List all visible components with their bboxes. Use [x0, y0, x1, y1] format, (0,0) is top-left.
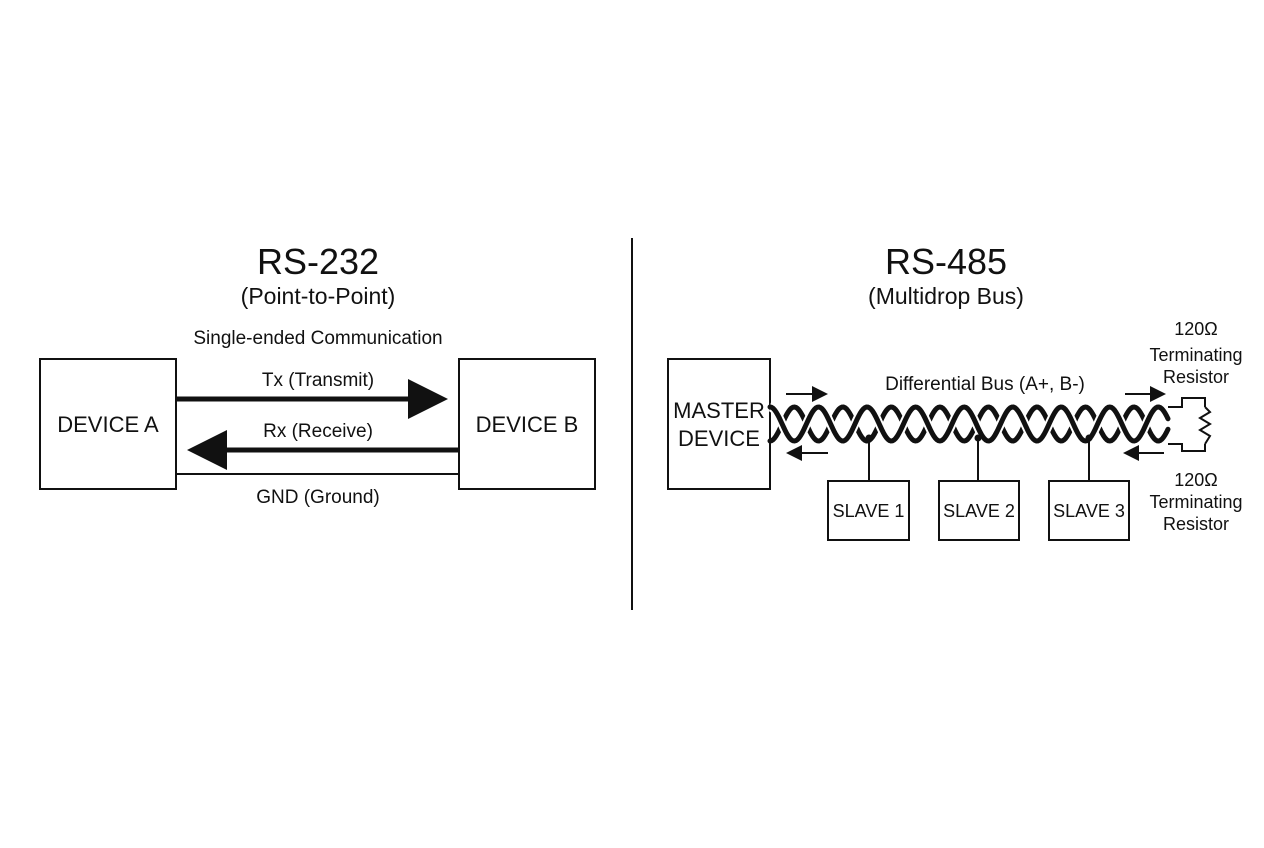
master-device-line2: DEVICE: [678, 426, 760, 451]
gnd-label: GND (Ground): [256, 487, 380, 508]
master-device-line1: MASTER: [673, 398, 765, 423]
device-a-box: [39, 358, 177, 490]
terminator-top-line1: 120Ω: [1174, 319, 1218, 339]
rs232-subtitle: (Point-to-Point): [241, 283, 396, 309]
slave-1-label: SLAVE 1: [833, 501, 905, 521]
slave-3-label: SLAVE 3: [1053, 501, 1125, 521]
tx-label: Tx (Transmit): [262, 370, 374, 391]
master-device-box: [667, 358, 771, 490]
terminator-top-line3: Resistor: [1163, 367, 1229, 387]
slave-2-label: SLAVE 2: [943, 501, 1015, 521]
device-b-label: DEVICE B: [476, 412, 579, 437]
rs485-subtitle: (Multidrop Bus): [868, 283, 1024, 309]
rx-label: Rx (Receive): [263, 421, 373, 442]
rs232-title: RS-232: [257, 241, 379, 282]
slave-1-box: [827, 480, 910, 541]
rs485-title: RS-485: [885, 241, 1007, 282]
terminator-bottom-line3: Resistor: [1163, 514, 1229, 534]
terminating-resistor-symbol: [1168, 397, 1212, 452]
terminator-bottom-line1: 120Ω: [1174, 470, 1218, 490]
device-b-box: [458, 358, 596, 490]
terminator-top-line2: Terminating: [1149, 345, 1242, 365]
differential-twisted-pair: [767, 402, 1173, 446]
single-ended-label: Single-ended Communication: [193, 328, 442, 349]
device-a-label: DEVICE A: [57, 412, 159, 437]
slave-2-box: [938, 480, 1020, 541]
terminator-bottom-line2: Terminating: [1149, 492, 1242, 512]
slave-3-box: [1048, 480, 1130, 541]
differential-bus-label: Differential Bus (A+, B-): [885, 374, 1085, 395]
